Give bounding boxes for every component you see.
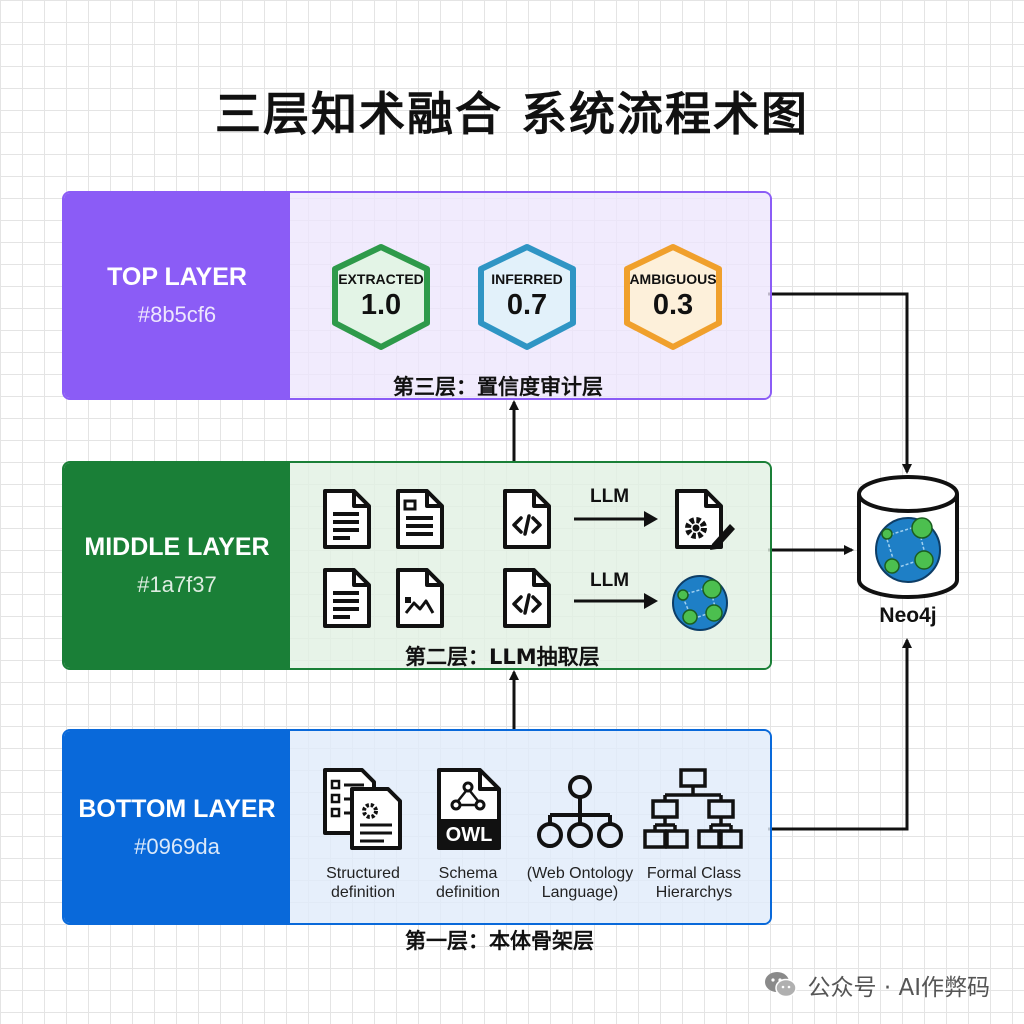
llm-label: LLM [590, 570, 630, 591]
bottom-layer: BOTTOM LAYER #0969da OWL [62, 729, 772, 925]
badge-inferred: INFERRED 0.7 [473, 243, 581, 351]
badge-value: 0.7 [506, 289, 548, 321]
top-layer-hex: #8b5cf6 [137, 302, 217, 327]
badge-label: EXTRACTED [338, 271, 424, 287]
bottom-layer-caption: 第一层：本体骨架层 [405, 929, 594, 953]
document-icon [323, 489, 371, 549]
arrow-right-icon [574, 593, 658, 609]
knowledge-graph-icon [672, 575, 728, 631]
middle-layer-panel: LLM LLM [290, 463, 770, 668]
document-settings-edit-icon [675, 489, 735, 550]
code-file-icon [503, 489, 551, 549]
neo4j-label: Neo4j [879, 604, 937, 627]
badge-ambiguous: AMBIGUOUS 0.3 [619, 243, 727, 351]
form-document-icon [396, 489, 444, 549]
middle-layer-caption: 第二层：LLM抽取层 [405, 645, 600, 669]
watermark: 公众号 · AI作弊码 [764, 968, 990, 1002]
arrow-top-to-neo4j [768, 292, 912, 474]
top-layer-panel: EXTRACTED 1.0 INFERRED 0.7 AMBIGUOUS 0.3… [290, 193, 770, 398]
top-layer: TOP LAYER #8b5cf6 EXTRACTED 1.0 INFERRED… [62, 191, 772, 400]
owl-file-icon: OWL [437, 768, 501, 850]
badge-value: 1.0 [360, 289, 402, 321]
hexagon-shield-icon [478, 244, 576, 350]
watermark-text: 公众号 · AI作弊码 [807, 975, 990, 1001]
middle-layer: MIDDLE LAYER #1a7f37 LLM [62, 461, 772, 670]
diagram-title: 三层知术融合 系统流程术图 [214, 87, 809, 141]
badge-value: 0.3 [652, 289, 694, 321]
neo4j-database-icon [857, 475, 959, 599]
class-hierarchy-icon [643, 768, 743, 849]
middle-layer-header: MIDDLE LAYER #1a7f37 [64, 463, 290, 668]
structured-documents-icon [323, 768, 402, 850]
middle-layer-name: MIDDLE LAYER [84, 533, 270, 561]
code-file-icon [503, 568, 551, 628]
top-layer-name: TOP LAYER [107, 263, 247, 291]
owl-text: OWL [446, 824, 493, 846]
badge-extracted: EXTRACTED 1.0 [327, 243, 435, 351]
top-layer-header: TOP LAYER #8b5cf6 [64, 193, 290, 398]
hexagon-shield-icon [624, 244, 722, 350]
bottom-layer-header: BOTTOM LAYER #0969da [64, 731, 290, 923]
hexagon-shield-icon [332, 244, 430, 350]
top-layer-caption: 第三层：置信度审计层 [393, 375, 603, 399]
badge-label: INFERRED [491, 271, 563, 287]
middle-layer-hex: #1a7f37 [137, 572, 217, 597]
bottom-layer-hex: #0969da [134, 833, 220, 859]
arrow-bottom-to-neo4j [768, 638, 912, 831]
ontology-tree-icon [537, 775, 623, 848]
bottom-layer-name: BOTTOM LAYER [78, 794, 276, 823]
wechat-icon [764, 972, 797, 998]
document-icon [323, 568, 371, 628]
badge-label: AMBIGUOUS [629, 271, 717, 287]
arrow-right-icon [574, 511, 658, 527]
llm-label: LLM [590, 486, 630, 507]
image-document-icon [396, 568, 444, 628]
